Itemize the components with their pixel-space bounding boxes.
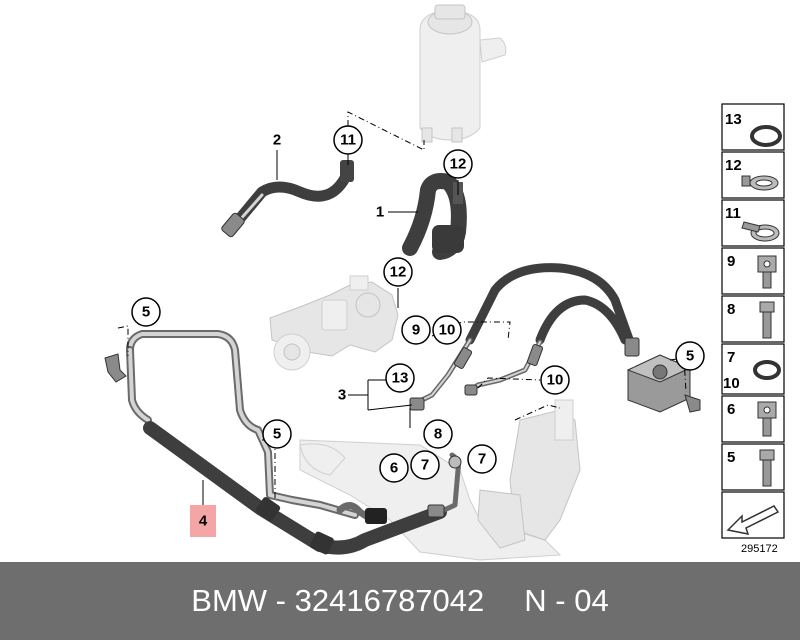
callout-12-top-circle: 12	[443, 149, 473, 179]
footer-separator: -	[275, 583, 286, 618]
hose-clamp-icon	[741, 175, 779, 191]
side-label-5: 5	[727, 449, 735, 466]
side-label-10: 10	[723, 375, 740, 392]
footer-part-number: 32416787042	[294, 583, 485, 618]
banjo-bolt-icon	[757, 255, 777, 289]
callout-5-mid: 5	[273, 426, 281, 443]
reservoir-ghost	[419, 4, 507, 143]
callout-10-lower-circle: 10	[540, 365, 570, 395]
side-label-7: 7	[727, 349, 735, 366]
callout-11-circle: 11	[333, 125, 363, 155]
side-label-13: 13	[725, 111, 742, 128]
steering-rack-ghost	[299, 399, 581, 561]
callout-10-upper-circle: 10	[432, 315, 462, 345]
callout-13-circle: 13	[385, 363, 415, 393]
callout-5-right-circle: 5	[675, 341, 705, 371]
callout-12-top: 12	[450, 156, 467, 173]
direction-arrow-icon	[726, 505, 780, 535]
callout-8: 8	[434, 426, 442, 443]
side-panel: 13 12 11 9 8	[721, 103, 785, 555]
diagram-number: 295172	[741, 543, 778, 555]
callout-13: 13	[392, 370, 409, 387]
side-label-9: 9	[727, 253, 735, 270]
callout-3: 3	[338, 387, 346, 404]
callout-4-box	[190, 505, 216, 537]
callout-2: 2	[273, 132, 281, 149]
callout-5-mid-circle: 5	[262, 419, 292, 449]
callout-10-lower: 10	[547, 372, 564, 389]
o-ring-icon	[750, 125, 782, 147]
side-label-6: 6	[727, 401, 735, 418]
valve-block	[626, 354, 701, 413]
fittings	[409, 384, 478, 469]
bolt-icon	[759, 301, 775, 339]
callout-4-highlight: 4	[190, 505, 216, 537]
hose-assembly-upper	[415, 263, 640, 405]
callout-7-left: 7	[421, 457, 429, 474]
callout-10-upper: 10	[439, 322, 456, 339]
pump-ghost	[269, 275, 399, 371]
hose-part-2	[221, 160, 354, 238]
sealing-ring-icon	[753, 360, 781, 380]
callout-7-left-circle: 7	[410, 450, 440, 480]
parts-diagram: 2 1 3 4 11 12 12 5 5 5 9 10 10	[104, 4, 785, 561]
callout-9-circle: 9	[401, 315, 431, 345]
footer-bar: BMW - 32416787042 N - 04	[0, 562, 800, 640]
callout-4: 4	[199, 513, 208, 530]
callout-5-left: 5	[142, 304, 150, 321]
banjo-bolt-2-icon	[757, 401, 777, 437]
callout-1: 1	[376, 204, 384, 221]
clamp-icon	[741, 221, 780, 242]
callout-6-circle: 6	[379, 453, 409, 483]
side-label-8: 8	[727, 301, 735, 318]
callout-12-mid: 12	[390, 264, 407, 281]
footer-position-code: N - 04	[524, 583, 609, 618]
footer-brand: BMW	[191, 583, 268, 618]
callout-11: 11	[340, 132, 356, 149]
hex-bolt-icon	[759, 449, 775, 487]
callout-5-left-circle: 5	[131, 297, 161, 327]
callout-9: 9	[412, 322, 420, 339]
callout-12-mid-circle: 12	[383, 257, 413, 287]
callout-8-circle: 8	[423, 419, 453, 449]
callout-6: 6	[390, 460, 398, 477]
callout-7-right: 7	[478, 451, 486, 468]
callout-5-right: 5	[686, 348, 694, 365]
side-label-11: 11	[725, 205, 741, 222]
pipe-part-4	[104, 330, 461, 555]
callout-7-right-circle: 7	[467, 444, 497, 474]
hose-part-1	[402, 173, 467, 260]
side-label-12: 12	[725, 157, 742, 174]
